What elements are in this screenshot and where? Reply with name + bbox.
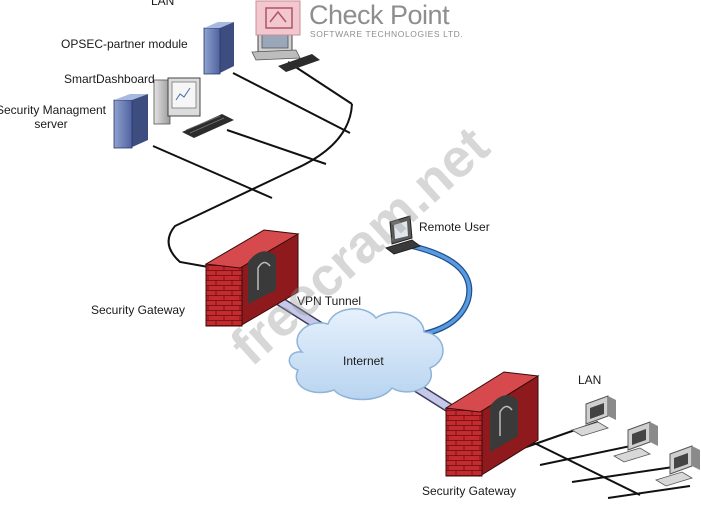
- label-management-server-line2: server: [34, 117, 68, 131]
- internet-cloud: [288, 308, 444, 401]
- label-lan-top: LAN: [151, 0, 175, 8]
- label-opsec-module: OPSEC-partner module: [61, 37, 188, 51]
- label-security-gateway-right: Security Gateway: [422, 484, 517, 498]
- firewall-right: [444, 371, 540, 477]
- brand-name: Check Point: [309, 0, 450, 30]
- label-lan-bottom: LAN: [578, 373, 602, 387]
- remote-user-laptop: [384, 215, 422, 255]
- brand-tagline: SOFTWARE TECHNOLOGIES LTD.: [310, 29, 464, 39]
- label-smartdashboard: SmartDashboard: [64, 72, 155, 86]
- bottom-lan-pc-3: [655, 445, 700, 487]
- opsec-server: [203, 22, 234, 75]
- label-management-server: Security Managment server: [0, 103, 112, 131]
- firewall-left: [204, 229, 300, 327]
- management-server: [113, 94, 148, 149]
- label-security-gateway-left: Security Gateway: [91, 303, 186, 317]
- label-internet: Internet: [343, 354, 384, 368]
- bottom-lan-pc-2: [613, 421, 658, 463]
- top-lan-network-lines: [152, 61, 353, 269]
- label-remote-user: Remote User: [419, 220, 490, 234]
- label-vpn-tunnel: VPN Tunnel: [297, 294, 362, 308]
- bottom-lan-pc-1: [571, 395, 616, 437]
- label-management-server-line1: Security Managment: [0, 103, 107, 117]
- smartdashboard-pc: [153, 77, 234, 138]
- checkpoint-logo-icon: [255, 0, 301, 36]
- bottom-lan-network-lines: [511, 421, 691, 499]
